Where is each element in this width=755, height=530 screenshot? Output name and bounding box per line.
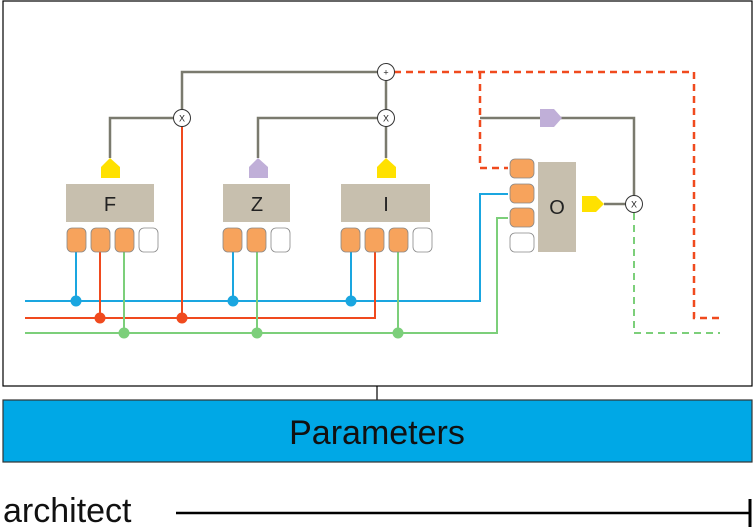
red-bus-line xyxy=(25,244,376,319)
gate-i-slots xyxy=(340,227,433,253)
gate-z-label: Z xyxy=(251,194,263,216)
gate-f-label: F xyxy=(104,194,116,216)
gate-f-box xyxy=(66,184,154,222)
gate-o-slots xyxy=(509,158,535,253)
green-dashed-output xyxy=(633,213,720,334)
multiply-node-o: X xyxy=(625,195,643,213)
gate-f-slots xyxy=(66,227,159,253)
gate-z: Z xyxy=(222,158,291,253)
architect-label: architect xyxy=(3,492,132,530)
gate-i-label: I xyxy=(383,194,389,216)
red-dashed-lines xyxy=(394,70,720,320)
parameters-bar xyxy=(2,399,753,463)
multiply-node-f-label: X xyxy=(179,114,185,124)
add-node-label: + xyxy=(383,68,388,78)
multiply-node-i-label: X xyxy=(383,114,389,124)
parameters-label: Parameters xyxy=(289,414,465,452)
gate-o-marker xyxy=(582,196,604,212)
gate-i-box xyxy=(341,184,430,222)
gate-z-marker xyxy=(249,158,268,178)
gate-o-label: O xyxy=(549,197,565,219)
add-node: + xyxy=(377,63,395,81)
gate-i-marker xyxy=(377,158,396,178)
slot-feeds xyxy=(75,126,399,333)
blue-bus-line xyxy=(25,193,508,302)
junction-dots xyxy=(70,295,404,339)
gate-f: F xyxy=(66,158,159,253)
gate-f-marker xyxy=(101,158,120,178)
multiply-node-i: X xyxy=(377,109,395,127)
gate-o: O xyxy=(509,158,626,253)
multiply-node-f: X xyxy=(173,109,191,127)
gate-z-slots xyxy=(222,227,291,253)
gate-o-box xyxy=(538,162,576,252)
feedback-marker xyxy=(540,109,562,127)
gate-i: I xyxy=(340,158,433,253)
multiply-node-o-label: X xyxy=(631,200,637,210)
gate-z-box xyxy=(223,184,290,222)
gray-lines xyxy=(108,70,636,197)
